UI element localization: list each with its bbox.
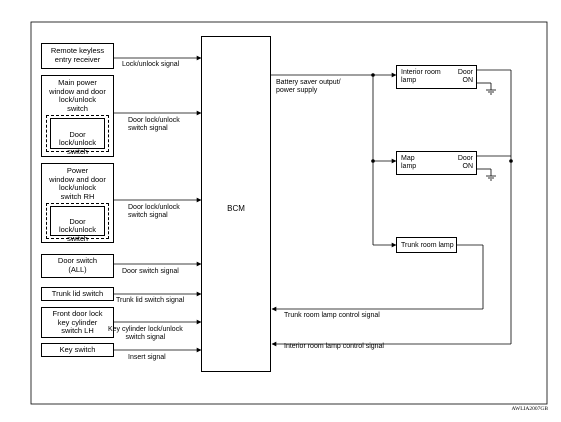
figure-code: AWLIA2007GB [511,406,548,412]
trunk-lid-switch: Trunk lid switch [41,287,114,301]
bcm-label: BCM [227,204,245,213]
lamp-door-state: Door ON [457,69,473,84]
signal-label-main-door-switch: Door lock/unlock switch signal [128,117,180,132]
main-door-lock-unlock-switch: Door lock/unlock switch [50,118,105,155]
signal-label-door-switch: Door switch signal [122,268,179,275]
map-lamp: Map lamp Door ON [396,151,477,175]
inner-switch-label: Door lock/unlock switch [58,216,97,243]
lamp-name: Interior room lamp [401,69,441,84]
battery-saver-wiring [271,72,397,248]
junction-dot [371,159,375,163]
front-door-key-cylinder-switch-lh: Front door lock key cylinder switch LH [41,307,114,338]
main-switch-subassembly [46,115,109,152]
door-switch-all: Door switch (ALL) [41,254,114,278]
signal-label-rh-door-switch: Door lock/unlock switch signal [128,204,180,219]
junction-dot [371,73,375,77]
inner-switch-label: Door lock/unlock switch [58,129,97,156]
lamp-door-wiring [271,69,512,347]
input-arrows [114,55,202,353]
lamp-name: Map lamp [401,155,417,170]
component-label: Trunk lid switch [51,289,104,298]
interior-lamp-control-signal-label: Interior room lamp control signal [284,343,384,350]
interior-room-lamp: Interior room lamp Door ON [396,65,477,89]
trunk-room-lamp: Trunk room lamp [396,237,457,253]
component-label: Power window and door lock/unlock switch… [49,166,106,201]
component-label: Door switch (ALL) [57,256,98,274]
component-label: Key switch [59,345,96,354]
component-label: Remote keyless entry receiver [50,46,105,64]
signal-label-insert: Insert signal [128,354,166,361]
battery-saver-label: Battery saver output/ power supply [276,79,341,94]
remote-keyless-entry-receiver: Remote keyless entry receiver [41,43,114,69]
signal-label-lock-unlock: Lock/unlock signal [122,61,180,68]
rh-switch-subassembly [46,203,109,239]
component-label: Front door lock key cylinder switch LH [52,309,103,335]
lamp-door-state: Door ON [457,155,473,170]
signal-label-key-cylinder: Key cylinder lock/unlock switch signal [108,326,183,341]
lamp-name: Trunk room lamp [401,242,454,249]
trunk-lamp-wiring [271,244,484,312]
key-switch: Key switch [41,343,114,357]
trunk-lamp-control-signal-label: Trunk room lamp control signal [284,312,380,319]
bcm-module: BCM [201,36,271,372]
signal-label-trunk-lid: Trunk lid switch signal [116,297,185,304]
junction-dot [509,159,513,163]
rh-door-lock-unlock-switch: Door lock/unlock switch [50,206,105,242]
outer-frame [30,21,548,405]
component-label: Main power window and door lock/unlock s… [49,78,106,113]
